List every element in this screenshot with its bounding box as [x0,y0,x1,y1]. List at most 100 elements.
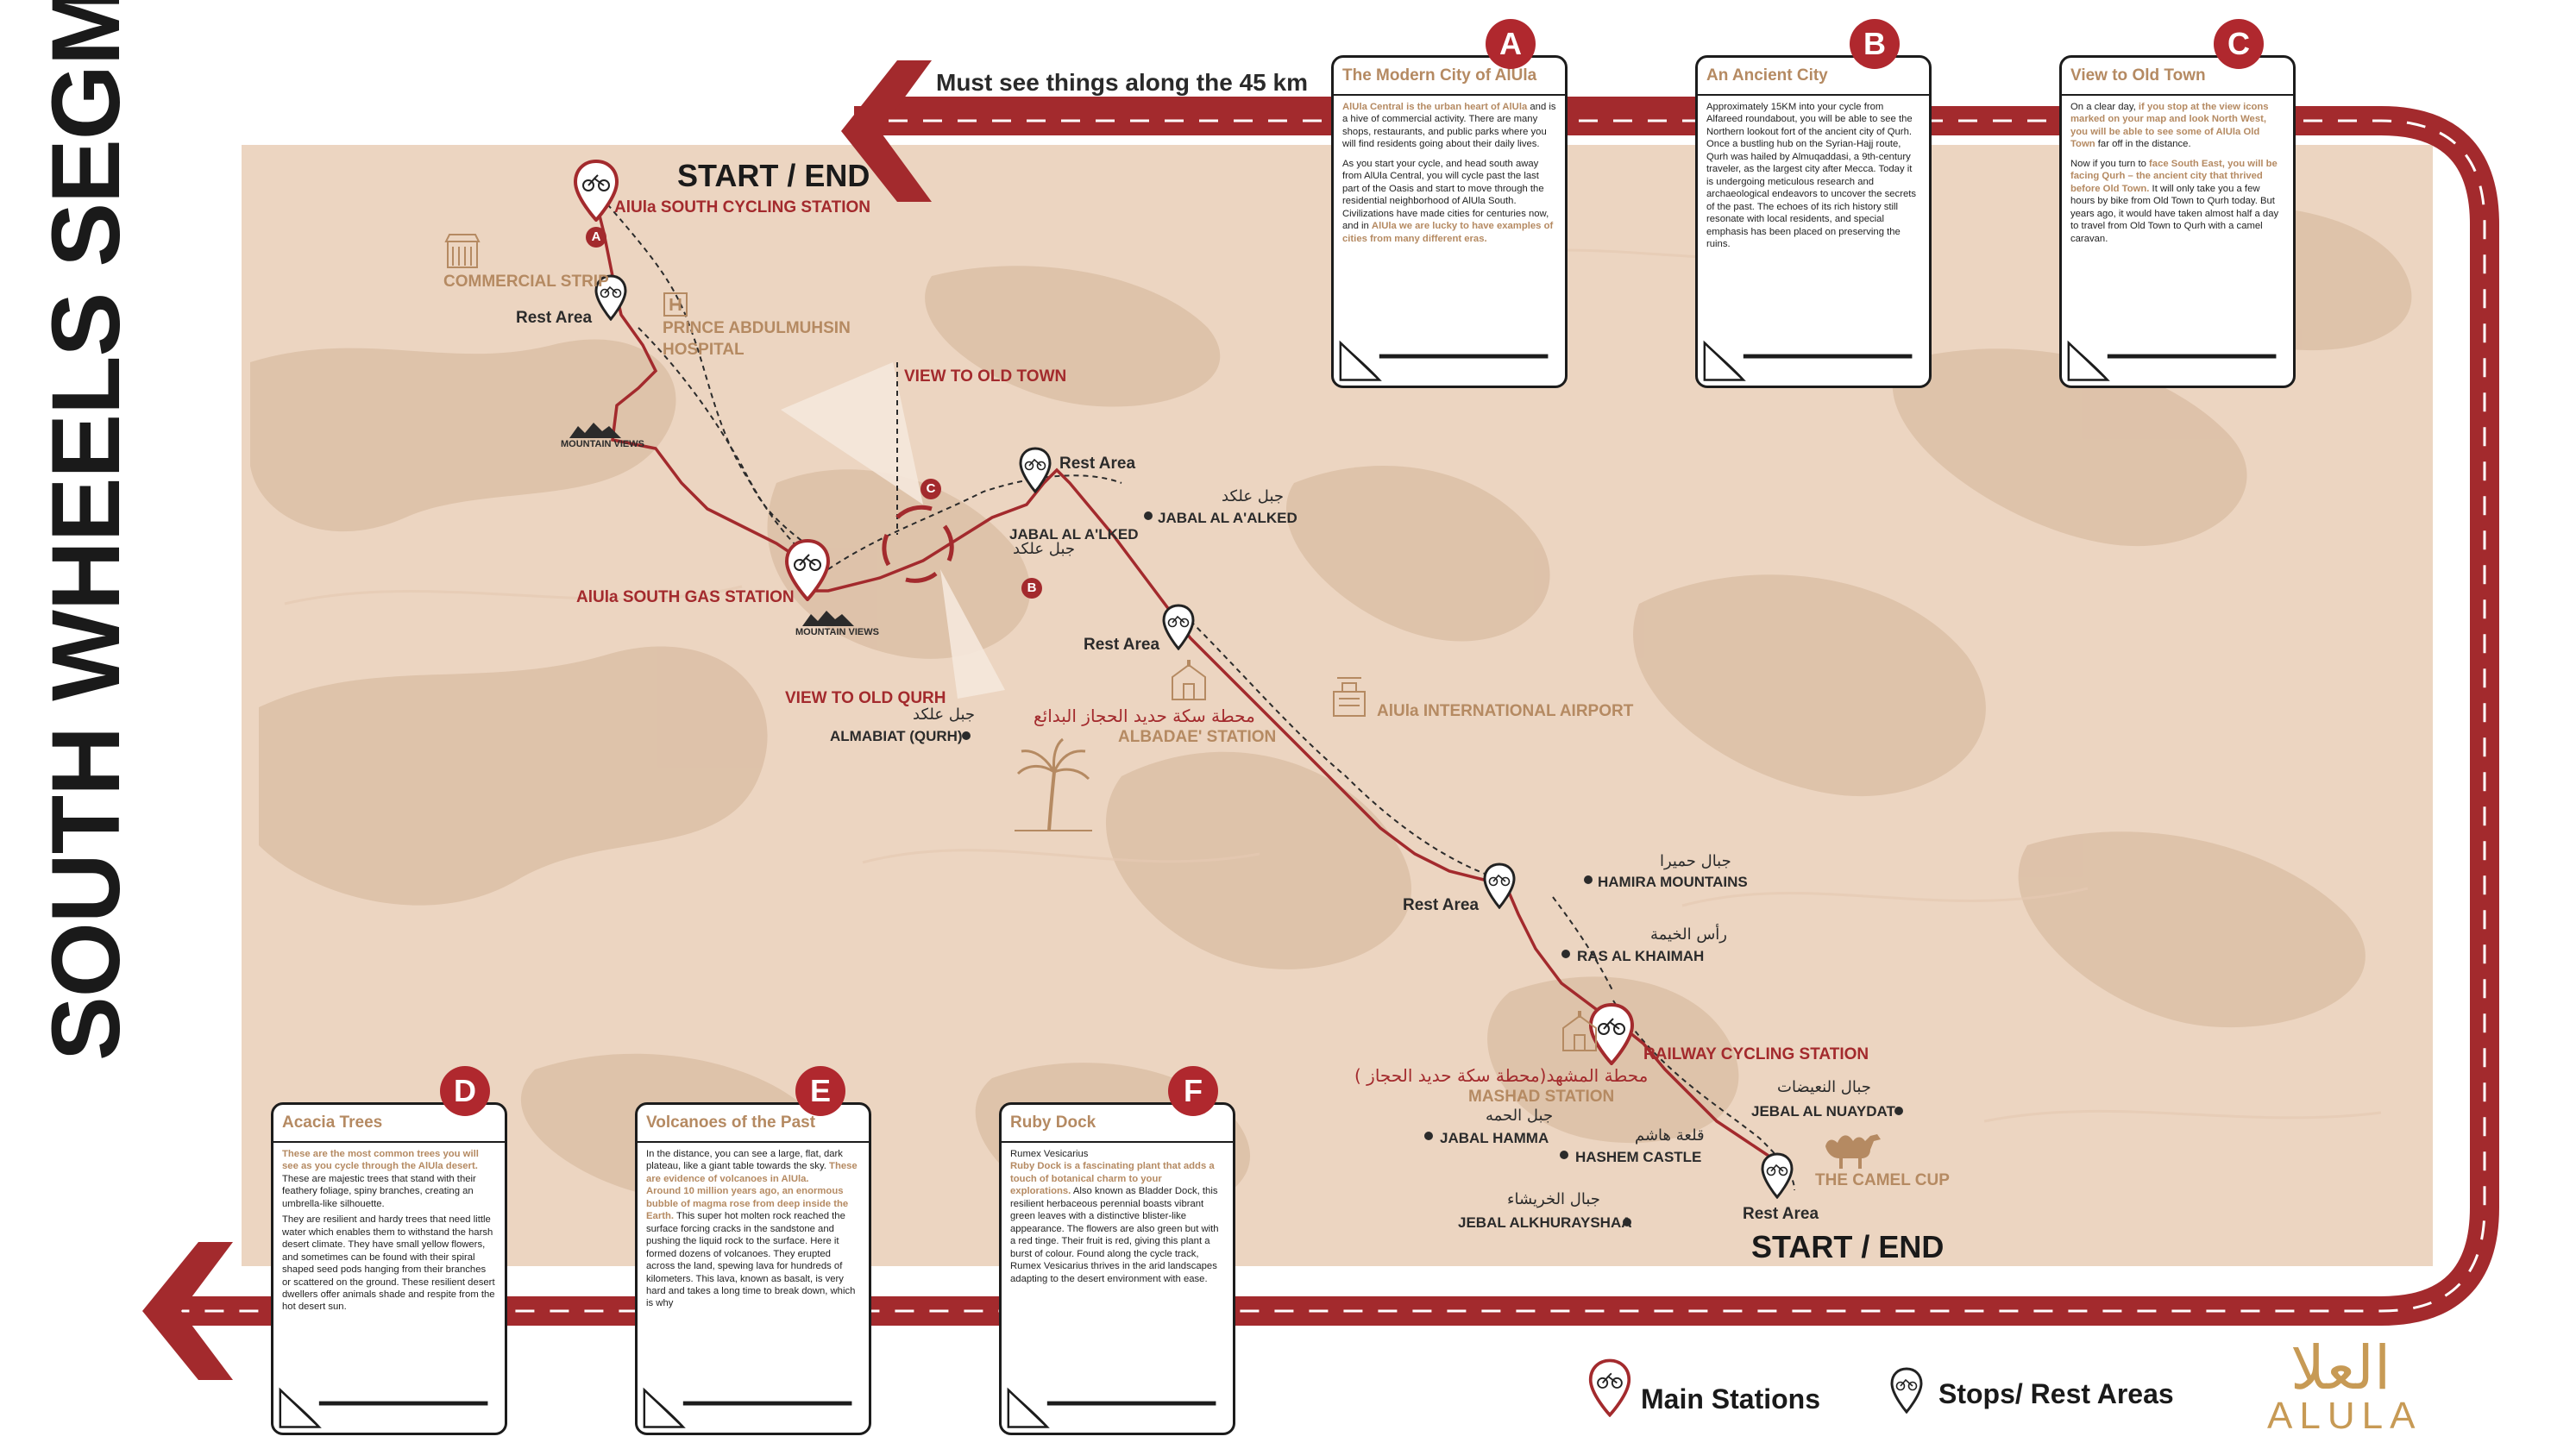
card-title: The Modern City of AlUla [1342,66,1537,85]
card-badge-c: C [2214,19,2264,69]
card-footer-page-icon [1007,1387,1216,1428]
main-cycling-route [594,198,1787,1175]
airport-icon [1333,677,1366,717]
side-track-4 [1190,620,1502,881]
view-ring [882,505,954,583]
alkhuraysha-dot [1623,1218,1631,1226]
railway-cycling-station-pin[interactable] [1587,1003,1636,1065]
card-footer-page-icon [1339,340,1549,381]
rest-area-label-2: Rest Area [1059,455,1136,473]
jabal-alalked-label: JABAL AL A'LKED [1009,526,1139,543]
card-body: In the distance, you can see a large, fl… [646,1149,858,1309]
south-cycling-station-pin[interactable] [572,160,620,222]
mashad-arabic: محطة المشهد(محطة سكة حديد الحجاز ) [1354,1065,1649,1086]
jabal-hamma-arabic: جبل الحمه [1486,1107,1554,1125]
card-badge-d: D [440,1066,490,1116]
albadae-arabic: محطة سكة حديد الحجاز البدائع [1034,706,1255,726]
south-cycling-station-label: AlUla SOUTH CYCLING STATION [614,198,870,216]
card-title: An Ancient City [1706,66,1828,85]
bottom-arrow-head [142,1242,233,1380]
almabiat-dot [962,731,971,740]
ras-dot [1561,950,1570,958]
jabal-alaalked-dot [1144,511,1153,520]
frame-track-dashes [181,119,2486,1313]
legend-stops-rest-areas: Stops/ Rest Areas [1938,1378,2174,1409]
card-badge-a: A [1486,19,1536,69]
card-body: Approximately 15KM into your cycle from … [1706,102,1917,249]
south-gas-station-pin[interactable] [783,539,832,601]
nuaydat-dot [1894,1107,1903,1115]
station-building-icon [1562,1011,1597,1051]
nuaydat-arabic: جبال النعيضات [1777,1078,1871,1096]
info-card-d: Acacia Trees These are the most common t… [271,1102,507,1435]
rest-area-label-4: Rest Area [1403,896,1480,914]
hospital-label-line2: HOSPITAL [663,341,745,359]
top-arrow-head [841,60,932,202]
side-track-6 [1612,1000,1795,1191]
info-card-f: Ruby Dock Rumex Vesicarius Ruby Dock is … [999,1102,1235,1435]
side-track-5 [1552,896,1614,993]
rest-area-label-5: Rest Area [1743,1205,1819,1223]
page-title: SOUTH WHEELS SEGMENT [32,0,140,1061]
hamira-dot [1584,875,1593,884]
info-card-a: The Modern City of AlUla AlUla Central i… [1331,55,1568,388]
nuaydat-label: JEBAL AL NUAYDAT [1751,1103,1895,1120]
hospital-icon [663,292,688,317]
card-title: Volcanoes of the Past [646,1113,816,1132]
alkhuraysha-label: JEBAL ALKHURAYSHAA [1458,1214,1632,1231]
map-marker-b[interactable]: B [1021,578,1042,599]
albadae-label: ALBADAE' STATION [1118,728,1277,746]
card-title: View to Old Town [2070,66,2206,85]
card-title: Ruby Dock [1010,1113,1096,1132]
alula-logo-english: ALULA [2267,1395,2422,1437]
almabiat-label: ALMABIAT (QURH) [830,728,963,744]
view-old-qurh-label: VIEW TO OLD QURH [785,689,946,707]
mountain-views-label-2: MOUNTAIN VIEWS [795,627,879,637]
alkhuraysha-arabic: جبال الخريشاء [1507,1190,1600,1208]
card-title: Acacia Trees [282,1113,383,1132]
map-marker-a[interactable]: A [586,227,606,248]
view-old-town-label: VIEW TO OLD TOWN [904,367,1067,386]
top-banner: Must see things along the 45 km [936,69,1308,96]
railway-cycling-station-label: RAILWAY CYCLING STATION [1643,1045,1869,1063]
hashem-label: HASHEM CASTLE [1575,1149,1702,1165]
card-footer-page-icon [2067,340,2277,381]
card-footer-page-icon [279,1387,488,1428]
rest-area-pin-5[interactable] [1760,1152,1794,1199]
card-body: AlUla Central is the urban heart of AlUl… [1342,102,1556,244]
jabal-alaalked-label: JABAL AL A'ALKED [1158,510,1297,526]
start-end-top: START / END [677,158,870,193]
rest-area-pin-4[interactable] [1482,862,1517,909]
card-body: On a clear day, if you stop at the view … [2070,102,2279,244]
alula-logo-arabic: العلا [2290,1333,2391,1403]
rest-area-pin-2[interactable] [1018,447,1052,493]
side-track-3 [827,474,1122,570]
ras-arabic: رأس الخيمة [1650,925,1727,944]
card-footer-page-icon [643,1387,852,1428]
camel-icon [1825,1134,1881,1169]
jabal-hamma-dot [1424,1132,1433,1140]
start-end-bottom: START / END [1751,1229,1945,1264]
camel-cup-label: THE CAMEL CUP [1815,1171,1950,1189]
mountain-icon [569,423,621,438]
view-cone-old-town [781,362,923,505]
rest-area-label-3: Rest Area [1084,636,1160,654]
map-marker-c[interactable]: C [920,479,941,499]
jabal-alalked-arabic: جبل علكد [1013,540,1075,558]
palm-icon [1015,737,1092,831]
card-footer-page-icon [1703,340,1913,381]
jabal-alaalked-arabic: جبل علكد [1222,487,1284,505]
top-arrow-shaft [897,97,1743,110]
rest-area-label-1: Rest Area [516,309,593,327]
hashem-dot [1560,1151,1568,1159]
card-badge-e: E [795,1066,845,1116]
hamira-arabic: جبال حميرا [1660,852,1731,870]
station-building-icon [1172,660,1206,700]
ras-label: RAS AL KHAIMAH [1577,948,1705,964]
rest-area-pin-3[interactable] [1161,604,1196,650]
hashem-arabic: قلعة هاشم [1635,1126,1705,1145]
airport-label: AlUla INTERNATIONAL AIRPORT [1377,702,1634,720]
rest-area-pin-1[interactable] [594,274,628,321]
hospital-label-line1: PRINCE ABDULMUHSIN [663,319,851,337]
